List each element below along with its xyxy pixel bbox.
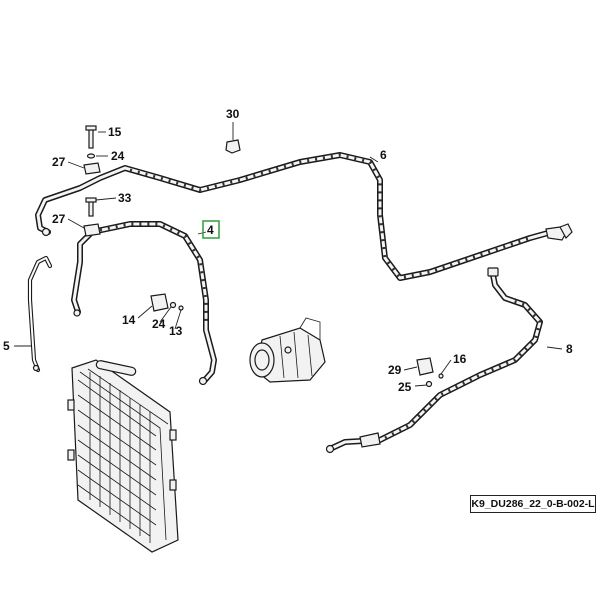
callout-27a[interactable]: 27 (52, 155, 66, 169)
compressor[interactable] (249, 317, 326, 383)
callout-27b[interactable]: 27 (52, 212, 66, 226)
bolt-13[interactable] (178, 305, 184, 311)
clamp-29[interactable] (416, 357, 434, 376)
nut-25[interactable] (425, 380, 433, 388)
callout-8[interactable]: 8 (566, 342, 573, 356)
bolt-16[interactable] (438, 373, 444, 379)
washer-24a[interactable] (86, 153, 96, 159)
clamp-27b[interactable] (83, 223, 101, 237)
bolt-33[interactable] (85, 197, 97, 217)
callout-24b[interactable]: 24 (152, 317, 166, 331)
hose-4[interactable] (71, 221, 217, 386)
callout-16[interactable]: 16 (453, 352, 467, 366)
callout-24a[interactable]: 24 (111, 149, 125, 163)
hose-8[interactable] (325, 267, 543, 454)
callout-30[interactable]: 30 (226, 107, 240, 121)
callout-33[interactable]: 33 (118, 191, 132, 205)
condenser[interactable] (67, 359, 179, 553)
bolt-15[interactable] (85, 125, 97, 149)
nut-24b[interactable] (169, 301, 177, 309)
callout-4[interactable]: 4 (207, 223, 214, 237)
reference-code-label: K9_DU286_22_0-B-002-L (470, 495, 596, 513)
callout-5[interactable]: 5 (3, 339, 10, 353)
callout-25[interactable]: 25 (398, 380, 412, 394)
clamp-27a[interactable] (83, 162, 101, 175)
callout-15[interactable]: 15 (108, 125, 122, 139)
hose-6[interactable] (35, 152, 573, 281)
callout-6[interactable]: 6 (380, 148, 387, 162)
callout-14[interactable]: 14 (122, 313, 136, 327)
clamp-14[interactable] (150, 293, 169, 312)
clip-30[interactable] (225, 139, 241, 154)
leader-lines (14, 122, 563, 387)
callout-13[interactable]: 13 (169, 324, 183, 338)
callout-29[interactable]: 29 (388, 363, 402, 377)
pipe-5[interactable] (27, 255, 53, 373)
highlight-box-4 (202, 220, 220, 239)
